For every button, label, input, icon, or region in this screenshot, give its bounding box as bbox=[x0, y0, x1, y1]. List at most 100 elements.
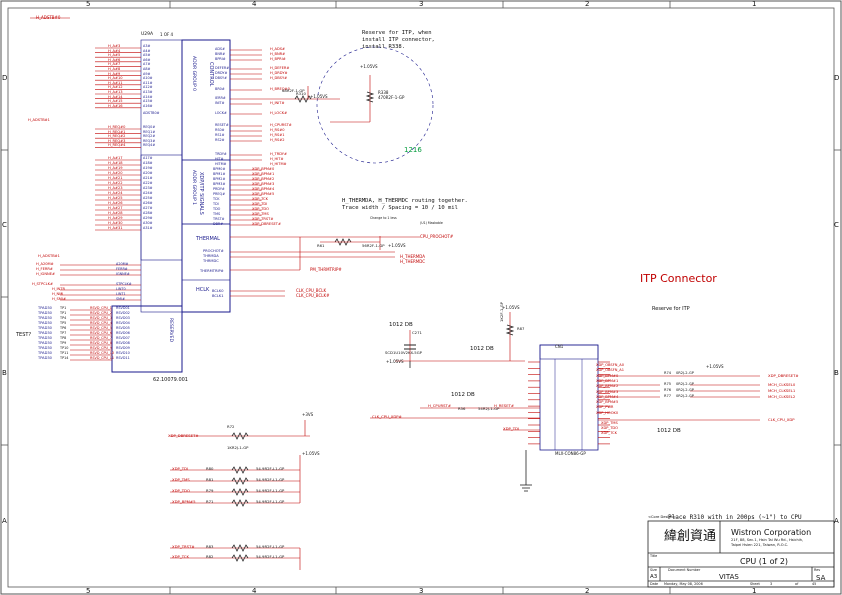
addr-net-label: H_A#3 bbox=[108, 44, 121, 48]
addr-pin-label: A15# bbox=[143, 99, 153, 104]
design-note: 1012 DB bbox=[451, 392, 475, 398]
req-pin-label: REQ1# bbox=[143, 129, 156, 134]
rsvd-pin-label: RSVD08 bbox=[116, 341, 130, 345]
itp-net-left: XDP_HOOK0 bbox=[596, 410, 619, 415]
addr1-pin-label: A25# bbox=[143, 196, 153, 200]
xdp-pin-label: BPM1# bbox=[213, 172, 226, 176]
rsvd-net-label: RSVD_CPU_11 bbox=[90, 356, 115, 360]
rsvd-net-label: RSVD_CPU_7 bbox=[90, 336, 112, 340]
cpu-partnumber: 62.10079.001 bbox=[153, 377, 188, 383]
ctrl-net-label: H_RS#1 bbox=[270, 133, 285, 137]
addr1-net-label: H_A#22 bbox=[108, 181, 123, 185]
ctrl-net-label: H_CPURST# bbox=[270, 123, 292, 127]
xdp-pin-label: BPM2# bbox=[213, 177, 226, 181]
sheet-title: CPU (1 of 2) bbox=[740, 557, 789, 566]
addr-net-label: H_A#10 bbox=[108, 76, 123, 81]
testpoint-label: TPAD30 bbox=[38, 326, 52, 330]
testpoint-id: TP6 bbox=[60, 326, 67, 330]
xdp-pin-label: PREQ# bbox=[213, 192, 226, 196]
rsvd-pin-label: RSVD11 bbox=[116, 356, 130, 360]
c271-value: SCD1U10V2KX-5GP bbox=[385, 350, 422, 355]
thermtrip-net: PM_THRMTRIP# bbox=[310, 267, 342, 272]
ctrl-pin-label: DBSY# bbox=[215, 76, 227, 80]
rsvd-net-label: RSVD_CPU_5 bbox=[90, 326, 112, 330]
ctrl-pin-label: LOCK# bbox=[215, 111, 227, 115]
addr-net-label: H_A#4 bbox=[108, 48, 121, 53]
core-design-label: <Core Design> bbox=[648, 515, 676, 519]
stpclk-net: H_STPCLK# bbox=[32, 282, 54, 286]
xdp-pullup-net: XDP_TDI bbox=[172, 466, 189, 471]
itp-bottom-net: XDP_TMS bbox=[601, 421, 618, 425]
adstb1-net: H_ADSTB#1 bbox=[28, 118, 50, 122]
testpoint-label: TPAD30 bbox=[38, 356, 52, 360]
ctrl-net-label: H_RS#2 bbox=[270, 138, 285, 142]
testpoint-id: TP8 bbox=[60, 336, 67, 340]
addr-net-label: H_A#5 bbox=[108, 53, 121, 58]
sheet-size: A3 bbox=[650, 574, 658, 580]
ctrl-pin-label: BPRI# bbox=[215, 57, 226, 61]
section-control: CONTROL bbox=[208, 62, 214, 87]
req-pin-label: REQ2# bbox=[143, 134, 156, 139]
rsvd-net-label: RSVD_CPU_3 bbox=[90, 316, 112, 320]
ctrl-pin-label: INIT# bbox=[215, 101, 225, 105]
xdp-pin-label: DBR# bbox=[213, 222, 224, 226]
addr-net-label: H_A#11 bbox=[108, 80, 123, 85]
addr1-pin-label: A30# bbox=[143, 221, 153, 225]
ctrl-net-label: H_HITM# bbox=[270, 162, 287, 166]
adstb0-pin: ADSTB0# bbox=[143, 111, 160, 115]
testpoint-id: TP14 bbox=[60, 356, 69, 360]
xdp-pulldown-value: 54.9R2F-L1-GP bbox=[256, 544, 285, 549]
addr1-net-label: H_A#27 bbox=[108, 206, 123, 210]
thrmdc-pin: THRMDC bbox=[203, 259, 219, 263]
bclk0-net: CLK_CPU_BCLK bbox=[296, 288, 327, 293]
addr-pin-label: A10# bbox=[143, 76, 153, 81]
addr-pin-label: A11# bbox=[143, 80, 153, 85]
thermtrip-pin: THERMTRIP# bbox=[200, 269, 224, 273]
rev-label: Rev bbox=[814, 568, 821, 572]
prochot-net: CPU_PROCHOT# bbox=[420, 234, 454, 239]
ctrl-net-label: H_LOCK# bbox=[270, 111, 288, 115]
req-net-label: H_REQ#3 bbox=[108, 138, 126, 143]
ctrl-net-label: H_DRDY# bbox=[270, 71, 288, 75]
dbreset-net: XDP_DBRESET# bbox=[168, 433, 199, 438]
xdp-pin-label: BPM3# bbox=[213, 182, 226, 186]
cpu-page: 1 OF 4 bbox=[160, 32, 174, 37]
ctrl-pin-label: HITM# bbox=[215, 162, 227, 166]
border-row-label: A bbox=[2, 517, 7, 525]
section-addr-group0: ADDR GROUP 0 bbox=[191, 56, 196, 92]
xdp-net-label: XDP_BPM#1 bbox=[252, 172, 275, 176]
addr-net-label: H_A#13 bbox=[108, 90, 123, 94]
addr1-pin-label: A24# bbox=[143, 191, 153, 195]
addr1-pin-label: A28# bbox=[143, 211, 153, 215]
smi-net: H_SMI# bbox=[52, 297, 66, 301]
xdp-pulldown-net: XDP_TCK bbox=[172, 554, 189, 559]
addr-pin-label: A8# bbox=[143, 67, 151, 71]
itp-res-value: 0R2J-2-GP bbox=[676, 394, 694, 398]
testpoint-id: TP4 bbox=[60, 316, 67, 320]
border-row-label: B bbox=[2, 369, 7, 377]
ctrl-net-label: H_HIT# bbox=[270, 157, 284, 161]
company-address: Taipei Hsien 221, Taiwan, R.O.C. bbox=[731, 543, 789, 547]
rsvd-pin-label: RSVD06 bbox=[116, 331, 130, 335]
design-note: 1012 DB bbox=[470, 346, 494, 352]
rsvd-pin-label: RSVD02 bbox=[116, 311, 130, 315]
xdp-pullup-value: 54.9R2F-L1-GP bbox=[256, 499, 285, 504]
ctrl-net-label: H_BREQ#0 bbox=[270, 87, 290, 91]
addr1-net-label: H_A#20 bbox=[108, 171, 123, 175]
testpoint-label: TPAD30 bbox=[38, 331, 52, 335]
testpoint-label: TPAD30 bbox=[38, 336, 52, 340]
xdp-net-label: XDP_BPM#0 bbox=[252, 167, 275, 171]
xdp-pulldown-ref: R82 bbox=[206, 554, 214, 559]
addr1-net-label: H_A#18 bbox=[108, 161, 123, 165]
size-label: Size bbox=[650, 568, 657, 572]
xdp-net-label: XDP_TMS bbox=[252, 212, 269, 216]
testpoint-label: TPAD30 bbox=[38, 306, 52, 310]
date-label: Date bbox=[650, 582, 659, 586]
ctrl-net-label: H_INIT# bbox=[270, 101, 285, 105]
c271-ref: C271 bbox=[412, 330, 422, 335]
xdp-net-label: XDP_TRST# bbox=[252, 217, 274, 221]
border-row-label: B bbox=[834, 369, 839, 377]
thrmda-pin: THRMDA bbox=[203, 254, 219, 258]
section-reserved: RESERVED bbox=[168, 318, 173, 342]
section-thermal: THERMAL bbox=[196, 236, 220, 242]
